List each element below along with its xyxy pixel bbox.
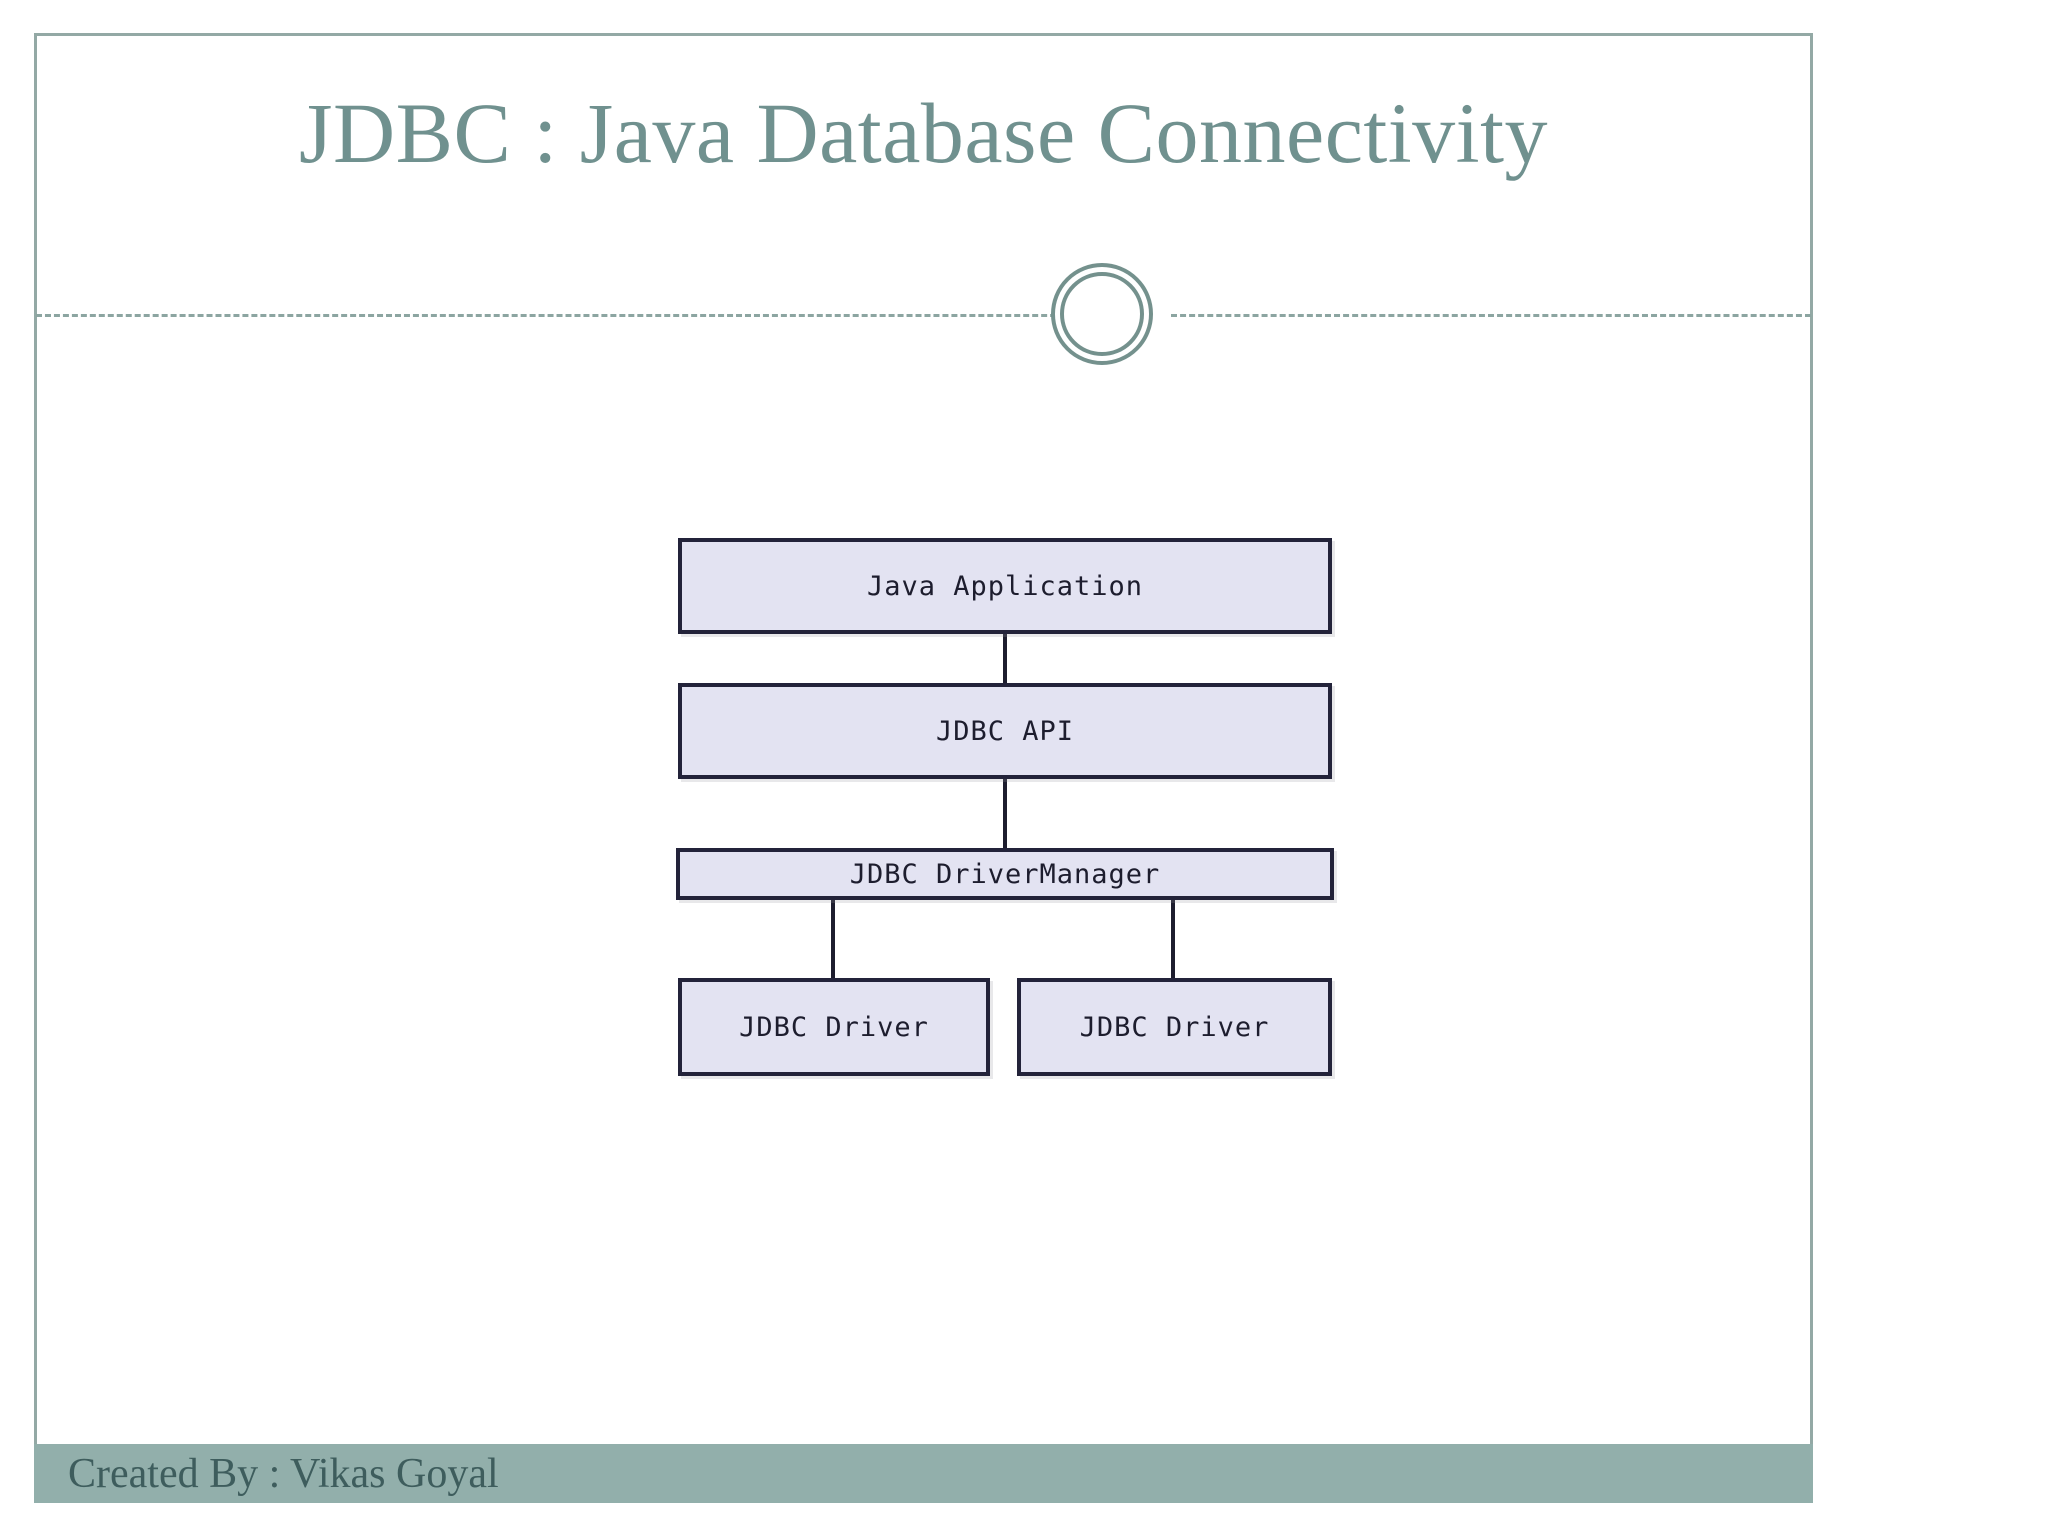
diagram-node-jdbc-api: JDBC API: [678, 683, 1332, 779]
divider-dashed-line-left: [36, 314, 1101, 317]
footer-credit-text: Created By : Vikas Goyal: [68, 1450, 499, 1497]
divider-dashed-line-right: [1171, 314, 1811, 317]
jdbc-architecture-diagram: Java Application JDBC API JDBC DriverMan…: [676, 538, 1336, 1083]
edge-drivermanager-to-driver-left: [831, 898, 835, 980]
double-ring-icon-inner: [1060, 272, 1144, 356]
edge-api-to-drivermanager: [1003, 777, 1007, 850]
diagram-node-java-application: Java Application: [678, 538, 1332, 634]
edge-drivermanager-to-driver-right: [1171, 898, 1175, 980]
page-title: JDBC : Java Database Connectivity: [299, 85, 1548, 181]
slide-footer-bar: Created By : Vikas Goyal: [34, 1444, 1813, 1503]
diagram-node-jdbc-driver-right: JDBC Driver: [1017, 978, 1332, 1076]
diagram-node-jdbc-driver-left: JDBC Driver: [678, 978, 990, 1076]
edge-app-to-api: [1003, 632, 1007, 685]
title-divider: [36, 260, 1811, 370]
diagram-node-jdbc-drivermanager: JDBC DriverManager: [676, 848, 1334, 900]
